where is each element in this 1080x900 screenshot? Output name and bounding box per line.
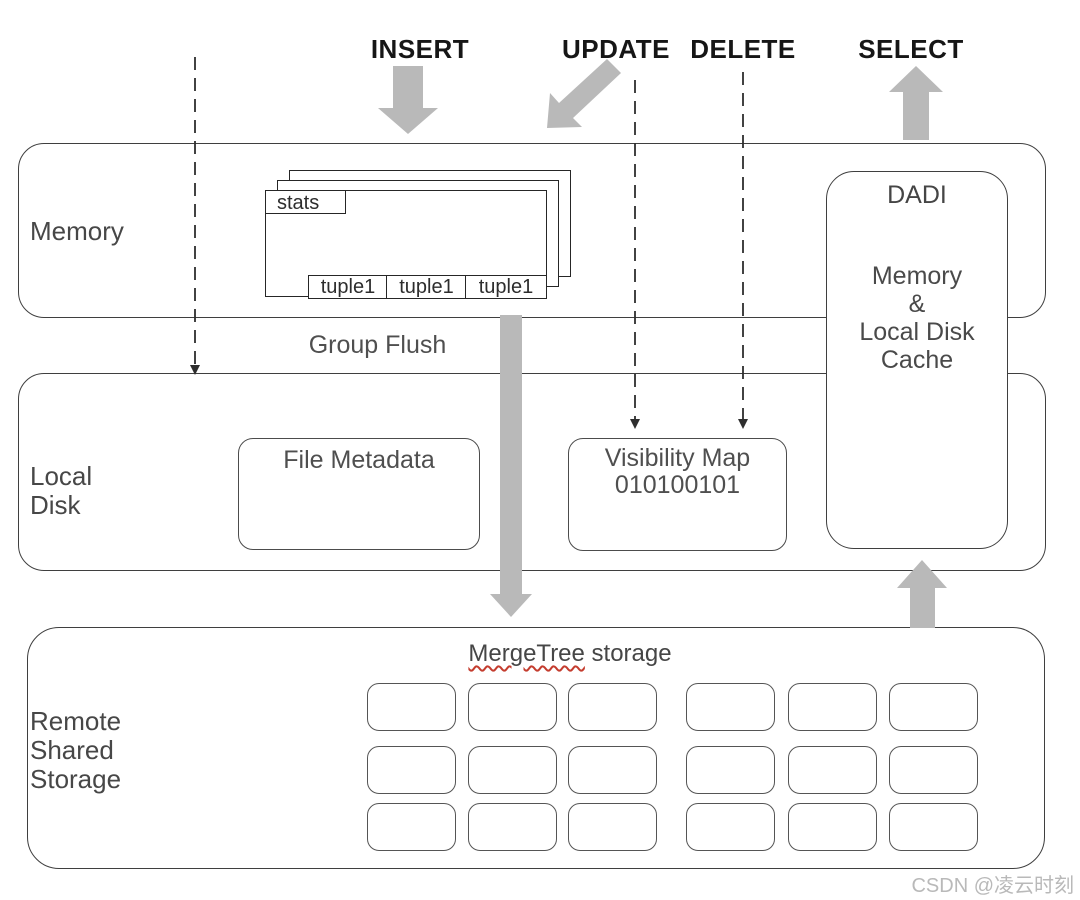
remote-storage-label-line: Shared bbox=[30, 735, 114, 765]
tuple-box: tuple1 bbox=[308, 275, 388, 299]
select-up-arrow-icon bbox=[889, 66, 943, 140]
insert-operation-label: INSERT bbox=[370, 34, 470, 64]
remote-storage-section-label: Remote Shared Storage bbox=[30, 707, 121, 794]
dadi-cache-line: Memory bbox=[871, 262, 963, 290]
visibility-map-box: Visibility Map 010100101 bbox=[568, 438, 787, 551]
visibility-map-bitmap: 010100101 bbox=[614, 471, 741, 499]
delete-operation-label: DELETE bbox=[690, 34, 796, 64]
file-metadata-title: File Metadata bbox=[283, 446, 435, 474]
select-operation-label: SELECT bbox=[858, 34, 964, 64]
mergetree-storage-title: MergeTree storage bbox=[440, 640, 700, 668]
mergetree-word-underlined: MergeTree bbox=[468, 640, 585, 667]
local-disk-label-line: Disk bbox=[30, 490, 81, 520]
stats-tag: stats bbox=[265, 190, 346, 214]
tuple-box: tuple1 bbox=[386, 275, 467, 299]
visibility-map-title: Visibility Map bbox=[604, 444, 751, 472]
group-flush-label: Group Flush bbox=[308, 331, 447, 359]
dadi-title: DADI bbox=[887, 181, 947, 209]
dadi-cache-line: Local Disk bbox=[859, 318, 975, 346]
tuple-box: tuple1 bbox=[465, 275, 547, 299]
dadi-cache-line: & bbox=[908, 290, 926, 318]
update-operation-label: UPDATE bbox=[562, 34, 670, 64]
remote-storage-label-line: Storage bbox=[30, 764, 122, 794]
local-disk-section-label: Local Disk bbox=[30, 462, 92, 520]
remote-storage-label-line: Remote bbox=[30, 706, 122, 736]
update-diagonal-arrow-icon bbox=[547, 59, 621, 128]
dadi-cache-text: Memory & Local Disk Cache bbox=[827, 262, 1007, 374]
local-disk-label-line: Local bbox=[30, 461, 93, 491]
dadi-cache-box: DADI Memory & Local Disk Cache bbox=[826, 171, 1008, 549]
file-metadata-box: File Metadata bbox=[238, 438, 480, 550]
memory-section-label: Memory bbox=[30, 216, 124, 246]
insert-down-arrow-icon bbox=[378, 66, 438, 134]
mergetree-word-rest: storage bbox=[584, 640, 672, 667]
dadi-cache-line: Cache bbox=[880, 346, 954, 374]
watermark-text: CSDN @凌云时刻 bbox=[911, 875, 1074, 897]
